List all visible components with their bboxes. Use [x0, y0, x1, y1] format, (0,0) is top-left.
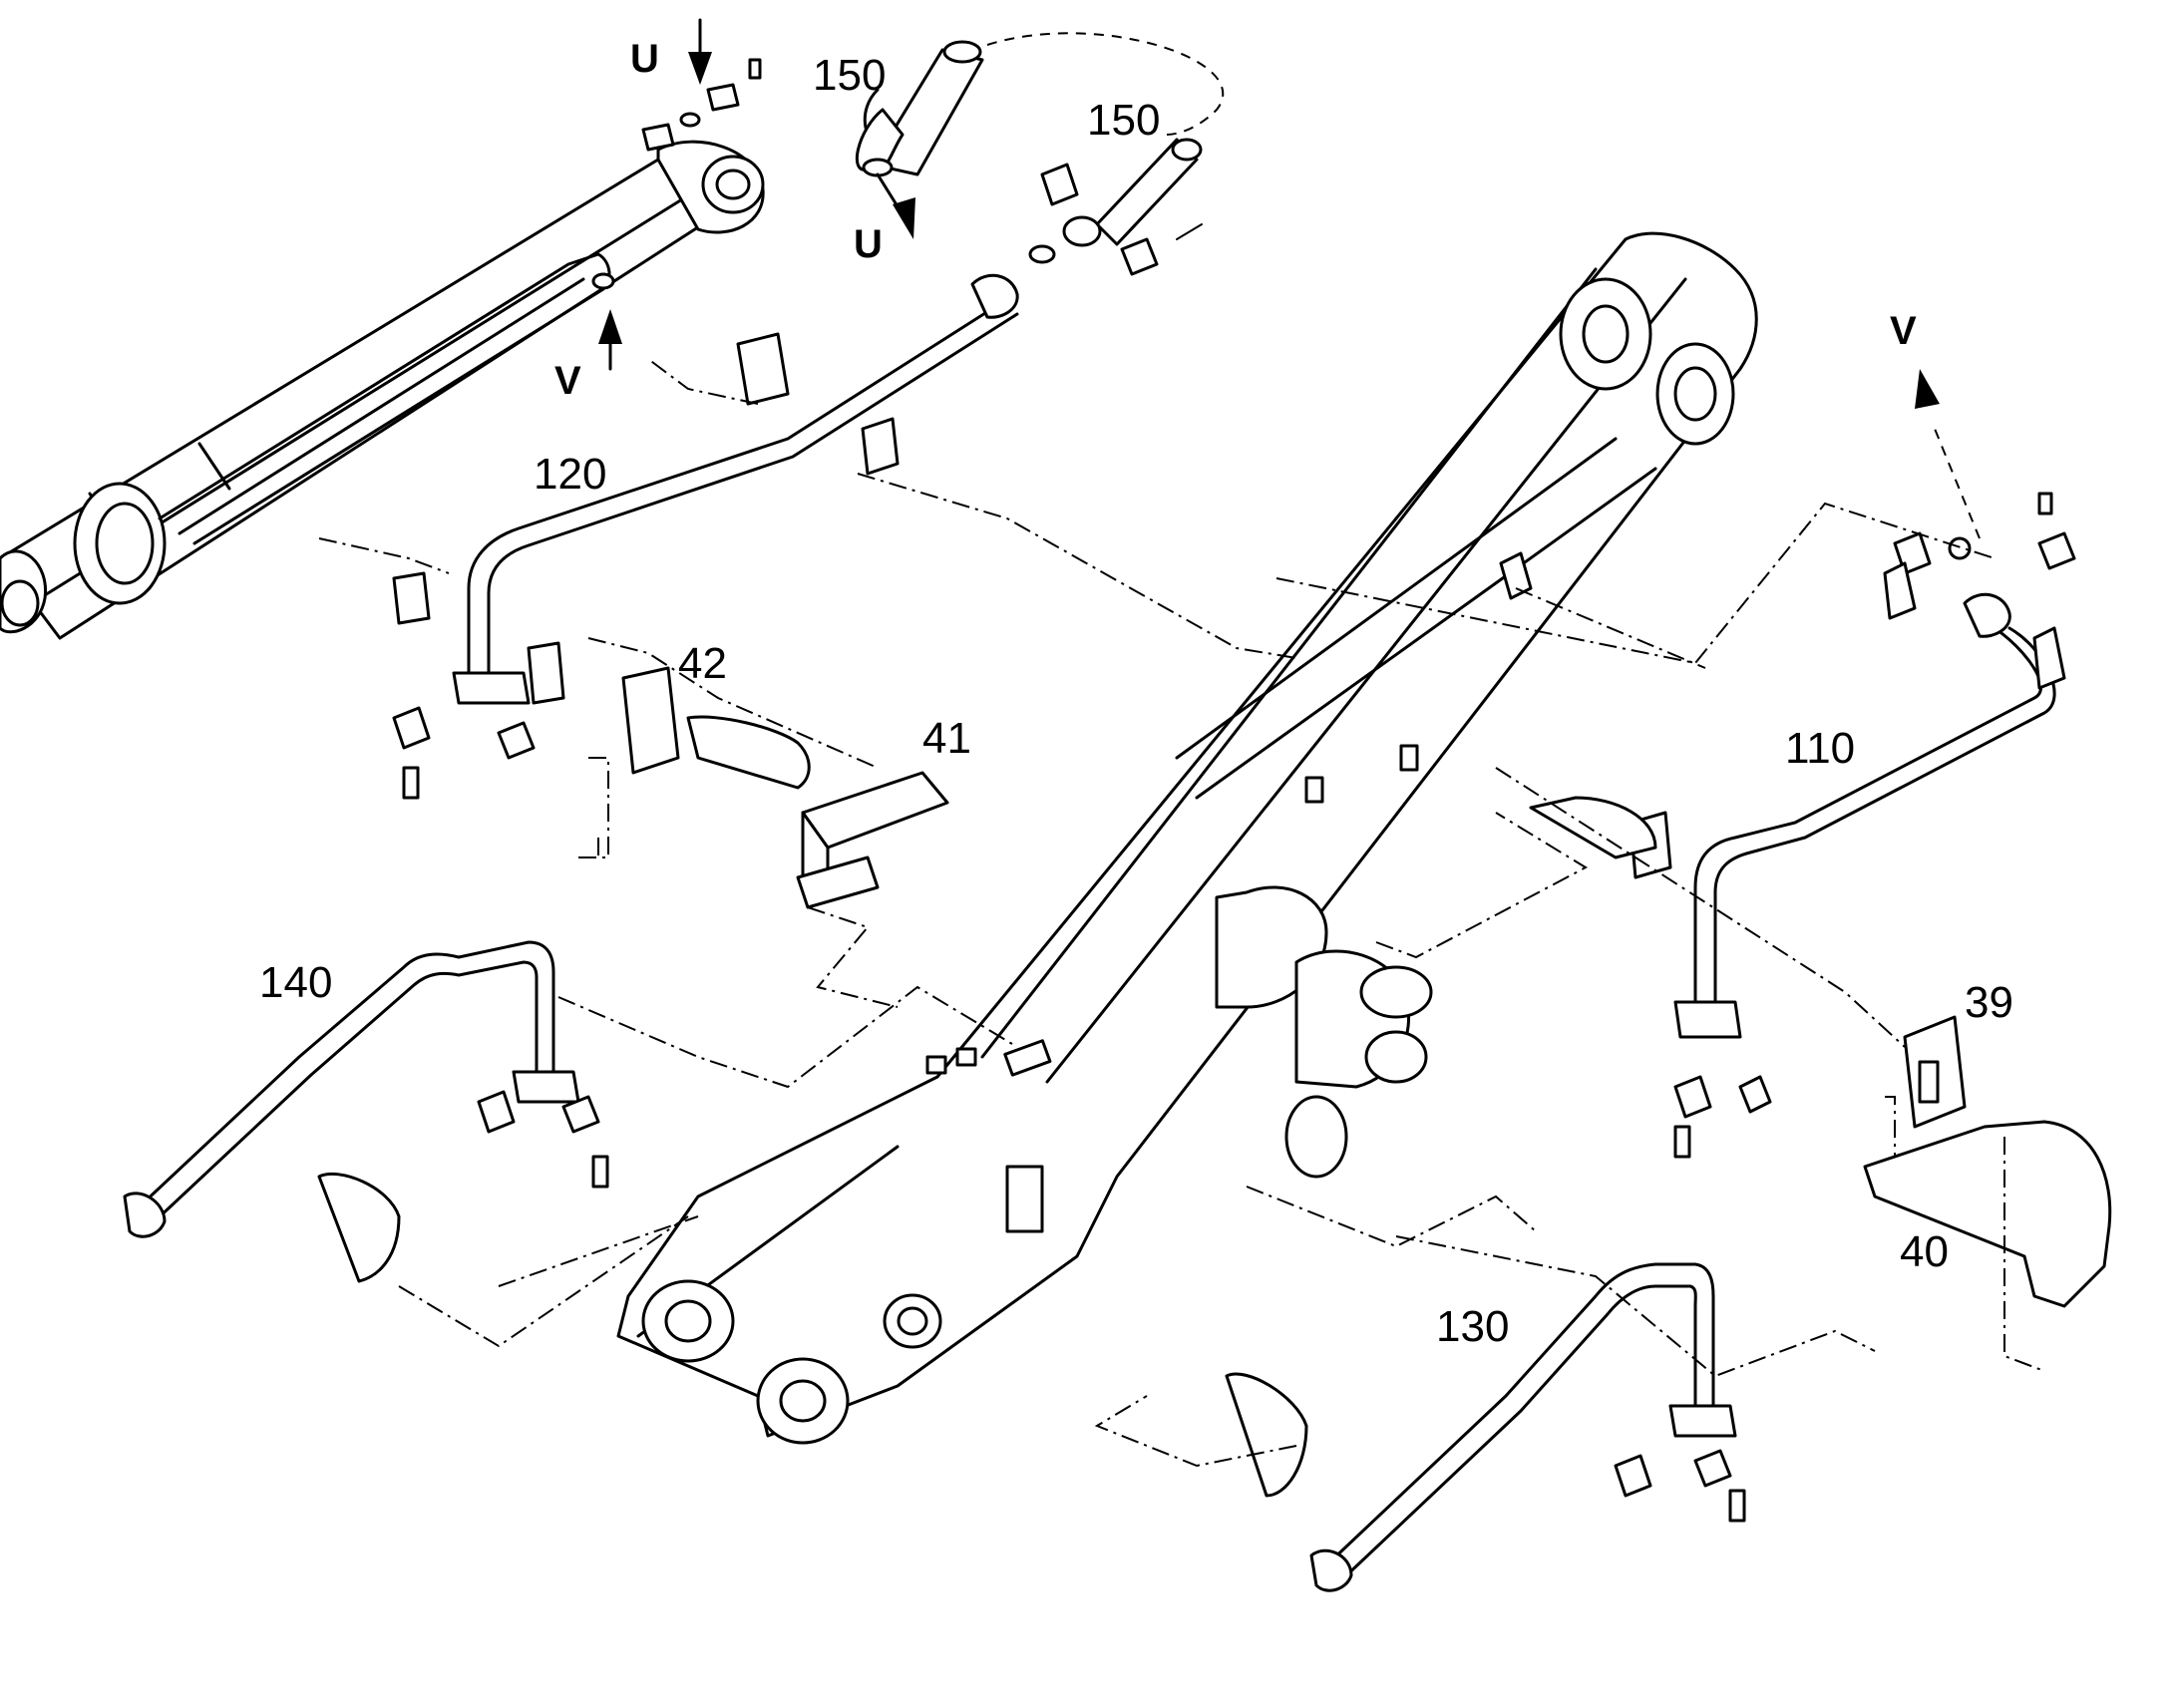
callout-130: 130 — [1436, 1302, 1509, 1351]
arrow-v2-icon — [1915, 369, 1940, 409]
tube-120 — [452, 273, 1019, 705]
hose-150-upper — [855, 32, 1225, 177]
bracket-41 — [796, 771, 949, 909]
bracket-39 — [1903, 1015, 1967, 1129]
hydraulic-cylinder — [0, 140, 765, 640]
arrow-u1-icon — [688, 52, 712, 85]
callout-120: 120 — [534, 450, 606, 499]
arrow-u2-icon — [893, 197, 915, 239]
hose-150-lower — [1028, 138, 1203, 276]
bracket-40 — [1863, 1120, 2112, 1308]
direction-arrows — [598, 18, 1981, 539]
clamps-and-bolts — [317, 58, 2076, 1523]
callout-150-lower: 150 — [1087, 96, 1160, 145]
callout-110: 110 — [1785, 724, 1855, 773]
tube-140 — [123, 940, 580, 1238]
arrow-v1-icon — [598, 309, 622, 344]
boom-arm — [616, 231, 1758, 1445]
bracket-42 — [621, 666, 811, 790]
callout-39: 39 — [1965, 978, 2013, 1027]
callout-41: 41 — [922, 714, 971, 763]
callout-42: 42 — [678, 639, 727, 688]
direction-label-v2: V — [1890, 309, 1917, 353]
direction-label-u2: U — [854, 222, 883, 266]
direction-label-v1: V — [554, 359, 581, 403]
tube-110 — [1673, 592, 2056, 1039]
callout-150-upper: 150 — [813, 51, 886, 100]
tube-130 — [1309, 1262, 1737, 1592]
callout-40: 40 — [1900, 1227, 1949, 1276]
callout-140: 140 — [259, 958, 332, 1007]
assembly-lines — [318, 358, 2045, 1468]
direction-label-u1: U — [630, 37, 659, 81]
